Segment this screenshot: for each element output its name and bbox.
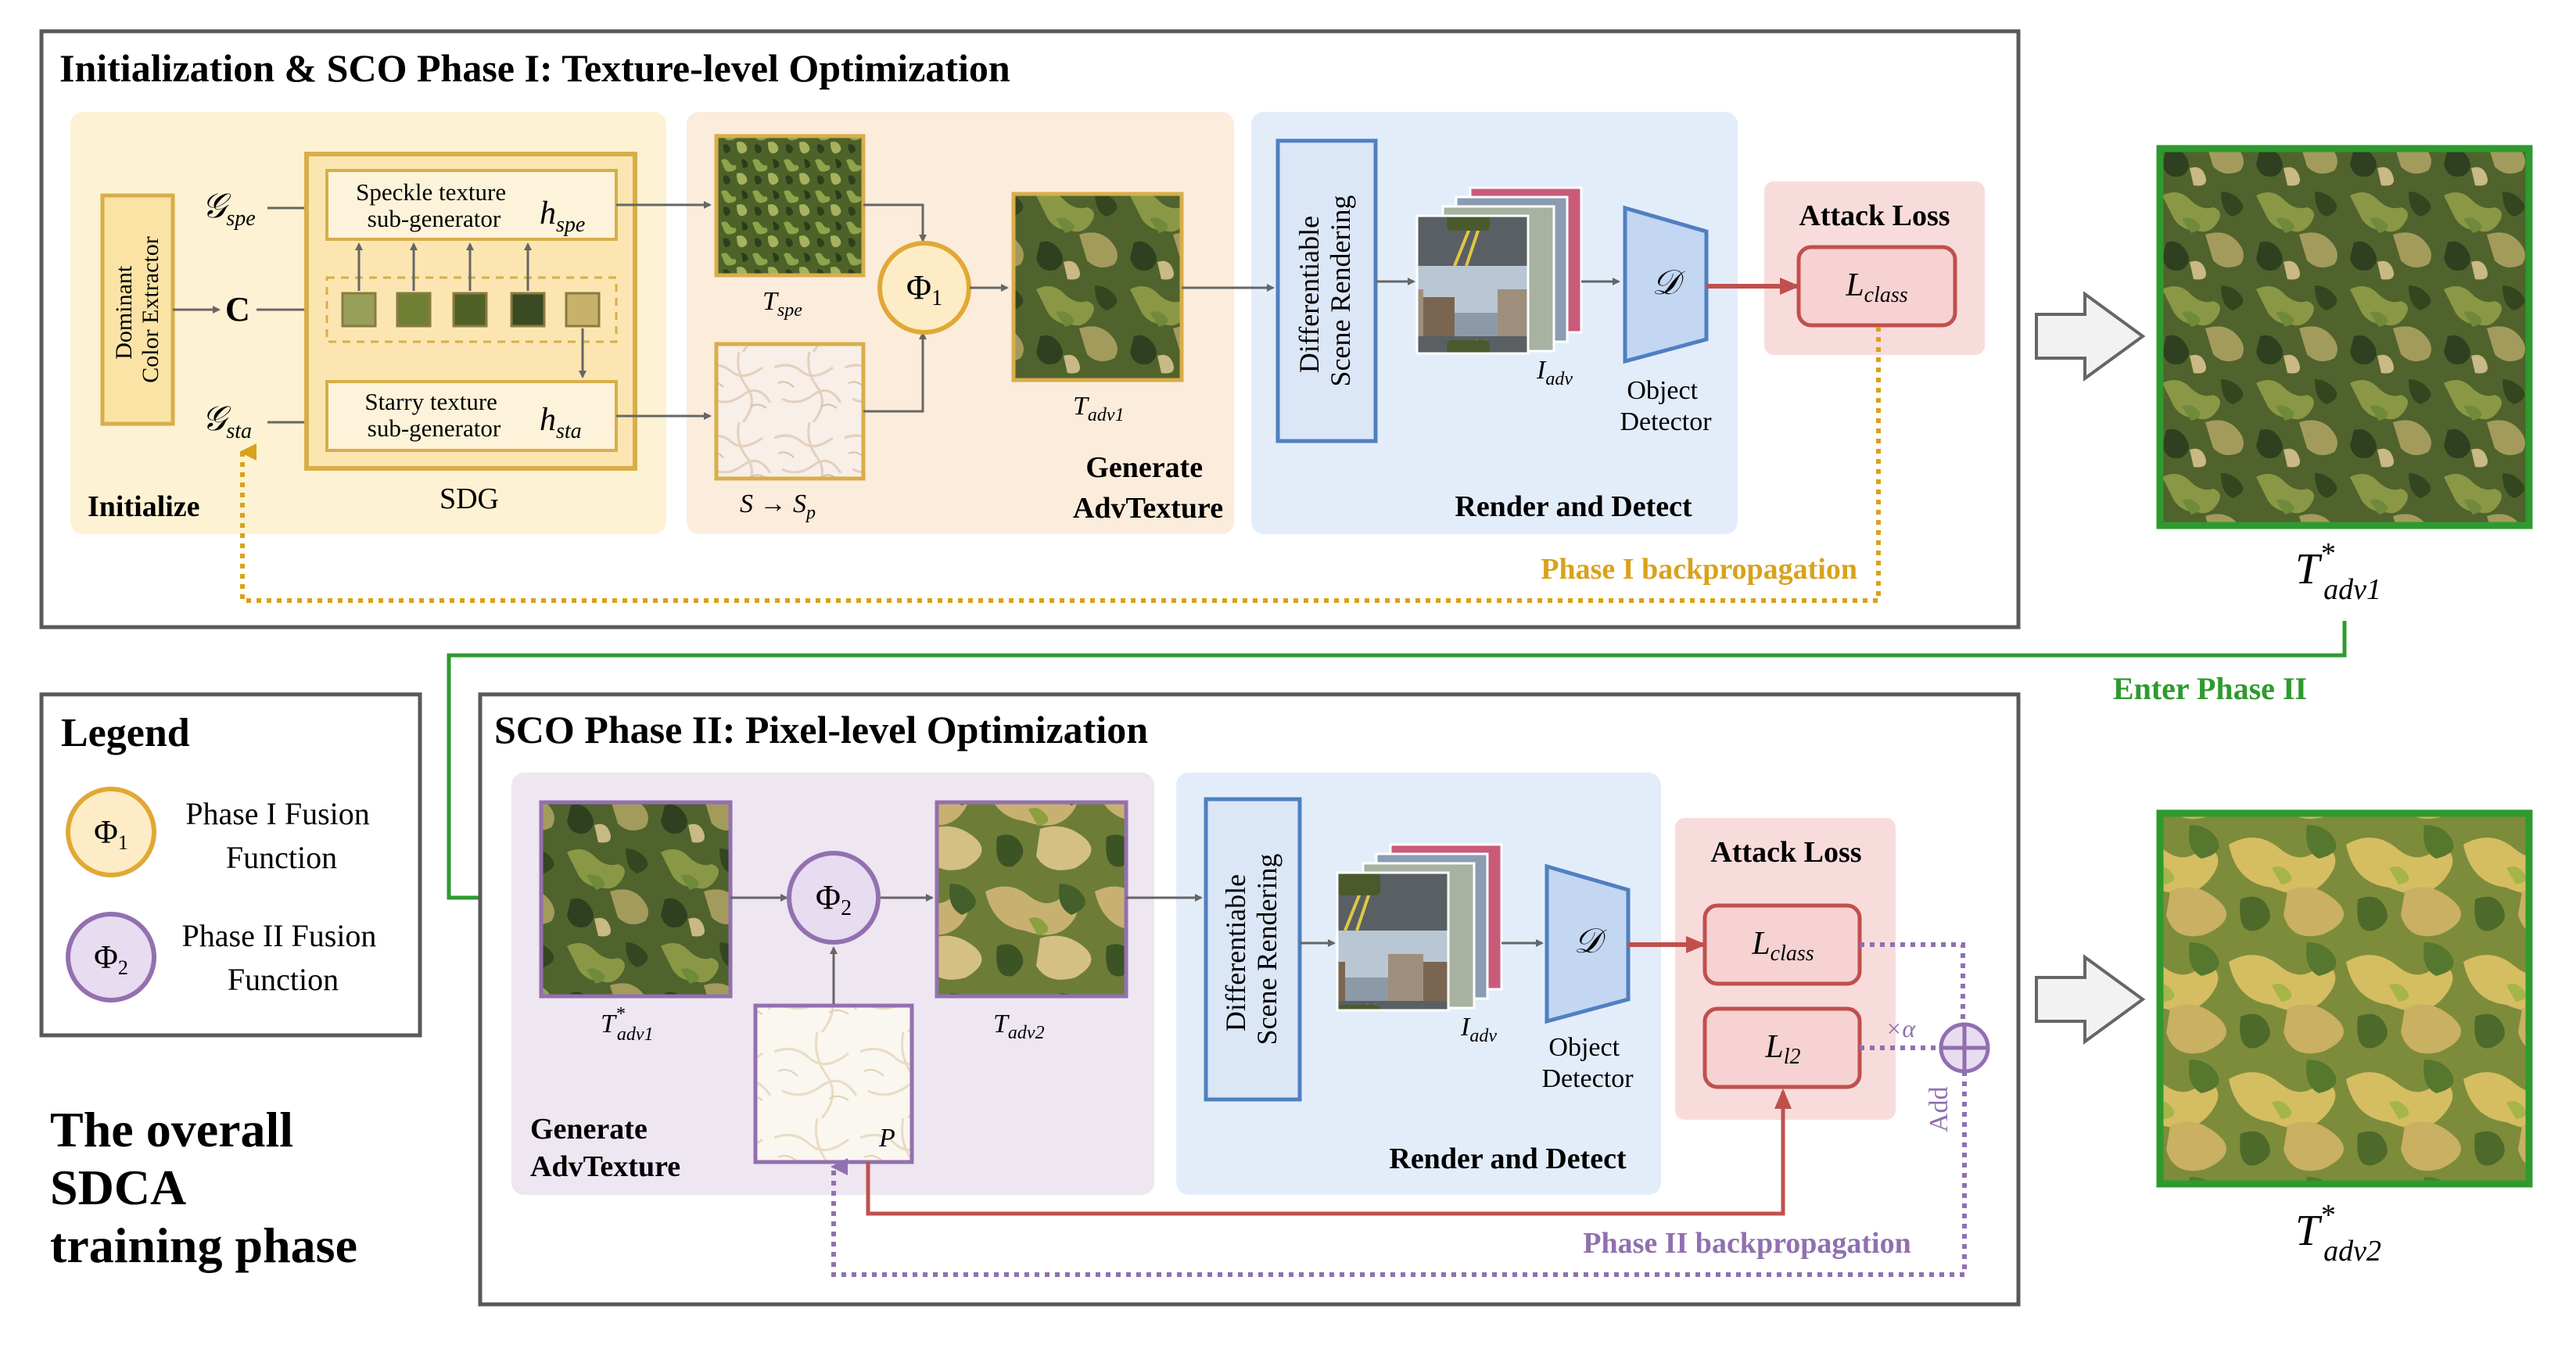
legend-phi2-text: Phase II Fusion Function	[182, 918, 385, 997]
starry-generator-box	[325, 380, 618, 452]
color-palette-row	[325, 276, 618, 343]
legend-title: Legend	[61, 711, 190, 755]
alpha-label: ×α	[1885, 1014, 1917, 1042]
legend-phi2-icon	[66, 912, 156, 1002]
i-adv-label: Iadv	[1536, 356, 1573, 389]
starry-texture-image	[714, 342, 866, 481]
lclass-to-add-path	[1860, 942, 1965, 1024]
palette-up-arrows	[355, 242, 587, 378]
dominant-color-extractor-box	[100, 193, 175, 426]
p-label: P	[878, 1124, 895, 1153]
phase1-backprop-path	[239, 327, 1881, 603]
palette-swatch-4	[510, 292, 546, 328]
palette-swatch-5	[565, 292, 601, 328]
l-class-box-1	[1796, 245, 1957, 328]
t-adv1-image	[1011, 192, 1184, 382]
initialize-label: Initialize	[88, 490, 200, 523]
phi1-node-label: Φ1	[906, 268, 942, 310]
enter-phase2-label: Enter Phase II	[2113, 671, 2307, 706]
starry-generator-label: Starry texture sub-generator	[364, 388, 503, 442]
enter-phase2-path	[447, 621, 2347, 905]
phase1-backprop-label: Phase I backpropagation	[1541, 553, 1857, 586]
phase2-generate-advtexture-label: Generate AdvTexture	[530, 1113, 680, 1183]
arrow-tspe-phi1	[863, 203, 927, 242]
speckle-texture-image	[714, 134, 866, 278]
legend-phi2-symbol: Φ2	[94, 940, 128, 979]
phase2-t-adv1-star-label: T*adv1	[601, 1004, 654, 1045]
legend-phi1-symbol: Φ1	[94, 815, 128, 854]
rendered-images-stack-2	[1336, 843, 1503, 1012]
phi2-fusion-node	[787, 851, 881, 945]
t-adv1-label: Tadv1	[1073, 392, 1125, 425]
sdg-label: SDG	[439, 482, 499, 515]
phase1-title: Initialization & SCO Phase I: Texture-le…	[59, 46, 1010, 90]
t-adv2-star-image	[2156, 809, 2533, 1188]
palette-swatch-1	[341, 292, 377, 328]
g-spe-label: 𝒢spe	[202, 187, 256, 231]
dominant-color-extractor-label: Dominant Color Extractor	[111, 236, 163, 382]
phase2-i-adv-label: Iadv	[1460, 1013, 1497, 1046]
t-adv2-image	[935, 800, 1128, 999]
phi2-node-label: Φ2	[816, 878, 852, 920]
legend-phi1-icon	[66, 787, 156, 877]
render-detect-label-2: Render and Detect	[1389, 1142, 1627, 1175]
legend-phi1-text: Phase I Fusion Function	[185, 796, 378, 875]
s-to-sp-label: S → Sp	[740, 490, 816, 523]
diff-render-box	[1275, 138, 1378, 443]
l-l2-label: Ll2	[1764, 1029, 1800, 1069]
phase2-backprop-label: Phase II backpropagation	[1583, 1227, 1911, 1260]
t-adv2-label: Tadv2	[993, 1010, 1045, 1043]
speckle-generator-box	[325, 169, 618, 241]
c-label: C	[225, 290, 250, 328]
t-adv1-star-label: T*adv1	[2295, 537, 2381, 606]
arrow-starry-phi1	[863, 332, 927, 413]
l-class-label-1: Lclass	[1845, 267, 1907, 307]
output-arrow-1	[2035, 291, 2146, 382]
phase2-backprop-path	[831, 1071, 1967, 1277]
t-adv1-star-image	[2156, 145, 2533, 529]
object-detector-label-1: Object Detector	[1620, 376, 1712, 436]
object-detector-label-2: Object Detector	[1541, 1033, 1634, 1093]
l-class-label-2: Lclass	[1751, 926, 1814, 966]
t-spe-label: Tspe	[762, 287, 802, 321]
add-label: Add	[1925, 1086, 1954, 1132]
attack-loss-title-1: Attack Loss	[1799, 199, 1950, 232]
generate-advtexture-label: Generate AdvTexture	[1073, 451, 1223, 525]
output-arrow-2	[2035, 954, 2146, 1045]
palette-swatch-2	[396, 292, 432, 328]
phase2-t-adv1-star-image	[539, 800, 733, 999]
t-adv2-star-label: T*adv2	[2295, 1199, 2381, 1268]
l2-input-path	[866, 1089, 1792, 1216]
rendered-images-stack-1	[1415, 186, 1583, 355]
h-sta-label: hsta	[540, 402, 582, 443]
phi1-fusion-node	[877, 241, 971, 335]
palette-swatch-3	[452, 292, 488, 328]
attack-loss-title-2: Attack Loss	[1710, 836, 1861, 869]
detector-trapezoid-1	[1623, 205, 1709, 364]
phase2-diff-render-label: Differentiable Scene Rendering	[1220, 854, 1283, 1046]
diff-render-label: Differentiable Scene Rendering	[1293, 195, 1356, 387]
overall-caption: The overall SDCA training phase	[50, 1102, 357, 1273]
p-mask-image	[753, 1003, 914, 1164]
phase2-diff-render-box	[1204, 797, 1302, 1102]
phase2-title: SCO Phase II: Pixel-level Optimization	[494, 708, 1148, 751]
speckle-generator-label: Speckle texture sub-generator	[356, 178, 512, 232]
render-detect-label-1: Render and Detect	[1455, 490, 1692, 523]
h-spe-label: hspe	[540, 195, 585, 237]
detector-trapezoid-2	[1545, 863, 1631, 1024]
